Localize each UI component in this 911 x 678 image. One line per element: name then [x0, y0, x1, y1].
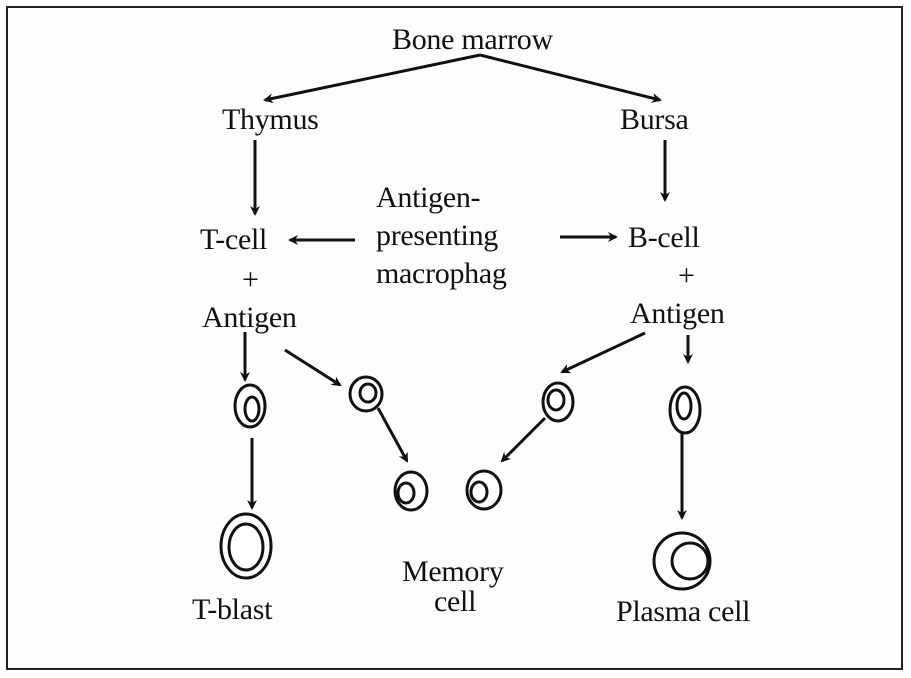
- label-apc-line3: macrophag: [376, 258, 507, 290]
- label-t-blast: T-blast: [192, 594, 272, 626]
- memory-t-cell-icon: [350, 377, 382, 411]
- t-blast-cell-icon: [221, 514, 271, 578]
- label-t-cell: T-cell: [200, 224, 267, 256]
- label-b-cell: B-cell: [628, 222, 700, 254]
- label-bursa: Bursa: [620, 104, 689, 136]
- t-cell-icon: [235, 385, 265, 427]
- b-cell-icon: [670, 387, 700, 433]
- plasma-cell-icon: [654, 533, 710, 589]
- arrow-memory-t-to-memory: [378, 408, 407, 461]
- label-bone-marrow: Bone marrow: [392, 24, 553, 56]
- arrow-t-antigen-to-memory: [285, 350, 340, 385]
- label-thymus: Thymus: [222, 104, 319, 136]
- label-memory-line1: Memory: [402, 556, 504, 588]
- label-plus-left: +: [242, 264, 259, 296]
- label-memory-line2: cell: [434, 586, 476, 618]
- arrow-bone-marrow-to-bursa: [480, 55, 660, 100]
- arrow-bone-marrow-to-thymus: [265, 55, 480, 100]
- label-plasma-cell: Plasma cell: [616, 596, 750, 628]
- arrow-memory-b-to-memory: [502, 418, 545, 461]
- label-antigen-right: Antigen: [630, 298, 725, 330]
- label-apc-line1: Antigen-: [376, 182, 480, 214]
- label-plus-right: +: [678, 260, 695, 292]
- memory-cell-right-icon: [467, 471, 501, 509]
- label-antigen-left: Antigen: [202, 302, 297, 334]
- memory-b-cell-icon: [543, 383, 573, 421]
- label-apc-line2: presenting: [376, 220, 498, 252]
- arrow-b-antigen-to-memory: [562, 333, 645, 372]
- memory-cell-left-icon: [395, 472, 427, 510]
